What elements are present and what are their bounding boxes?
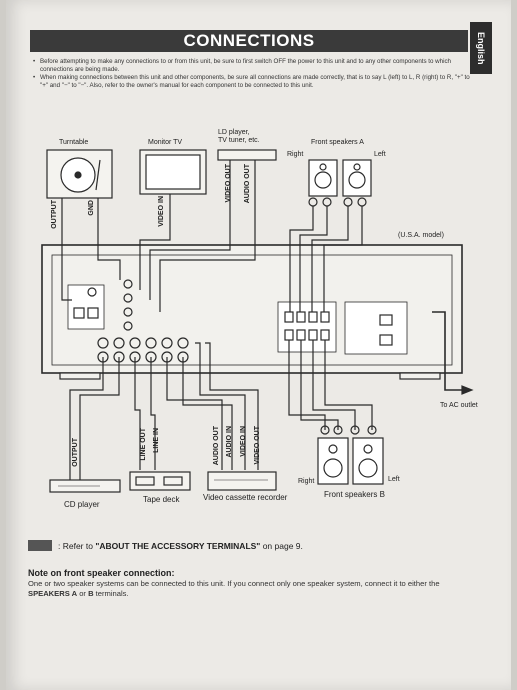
label-monitor-tv: Monitor TV [148,139,183,146]
label-tape-line-in: LINE IN [153,428,160,453]
label-tape-deck: Tape deck [143,495,180,504]
note-body: One or two speaker systems can be connec… [28,579,440,598]
instruction-bullets: Before attempting to make any connection… [32,58,472,90]
label-vcr-audio-in: AUDIO IN [226,426,233,458]
label-cd-output: OUTPUT [72,438,79,467]
label-turntable-gnd: GND [88,200,95,216]
label-speaker-b-right: Right [298,478,315,485]
bullet-2: When making connections between this uni… [32,74,472,89]
label-ac-outlet: To AC outlet [440,402,478,409]
label-front-speakers-a: Front speakers A [311,139,364,146]
language-tab: English [470,22,492,74]
bullet-1: Before attempting to make any connection… [32,58,472,73]
label-ld-video-out: VIDEO OUT [225,164,232,203]
label-ld-audio-out: AUDIO OUT [244,164,251,204]
speaker-a-left [342,159,372,197]
label-vcr-audio-out: AUDIO OUT [213,426,220,466]
label-vcr-video-in: VIDEO IN [240,426,247,457]
label-speaker-a-right: Right [287,151,304,158]
note-title: Note on front speaker connection: [28,568,175,578]
label-ld-player: LD player, TV tuner, etc. [218,129,260,144]
speaker-terminal-block [277,301,337,353]
tape-deck-device [129,471,191,491]
ac-outlet-block [344,301,408,355]
speaker-b-right [317,437,349,485]
label-turntable-output: OUTPUT [51,200,58,229]
label-speaker-a-left: Left [374,151,386,158]
accessory-terminal-swatch [28,540,52,551]
label-speaker-b-left: Left [388,476,400,483]
label-turntable: Turntable [59,139,89,146]
ld-player-device [217,149,277,161]
speaker-b-left [352,437,384,485]
vcr-device [207,471,277,491]
speaker-a-right [308,159,338,197]
label-tape-line-out: LINE OUT [140,428,147,461]
label-vcr: Video cassette recorder [203,493,288,502]
label-tv-video-in: VIDEO IN [158,196,165,227]
page-title: CONNECTIONS [30,30,468,52]
label-cd-player: CD player [64,500,100,509]
label-vcr-video-out: VIDEO OUT [254,426,261,465]
label-front-speakers-b: Front speakers B [324,490,385,499]
label-model-note: (U.S.A. model) [398,232,444,239]
reference-note: : Refer to "ABOUT THE ACCESSORY TERMINAL… [58,541,303,551]
